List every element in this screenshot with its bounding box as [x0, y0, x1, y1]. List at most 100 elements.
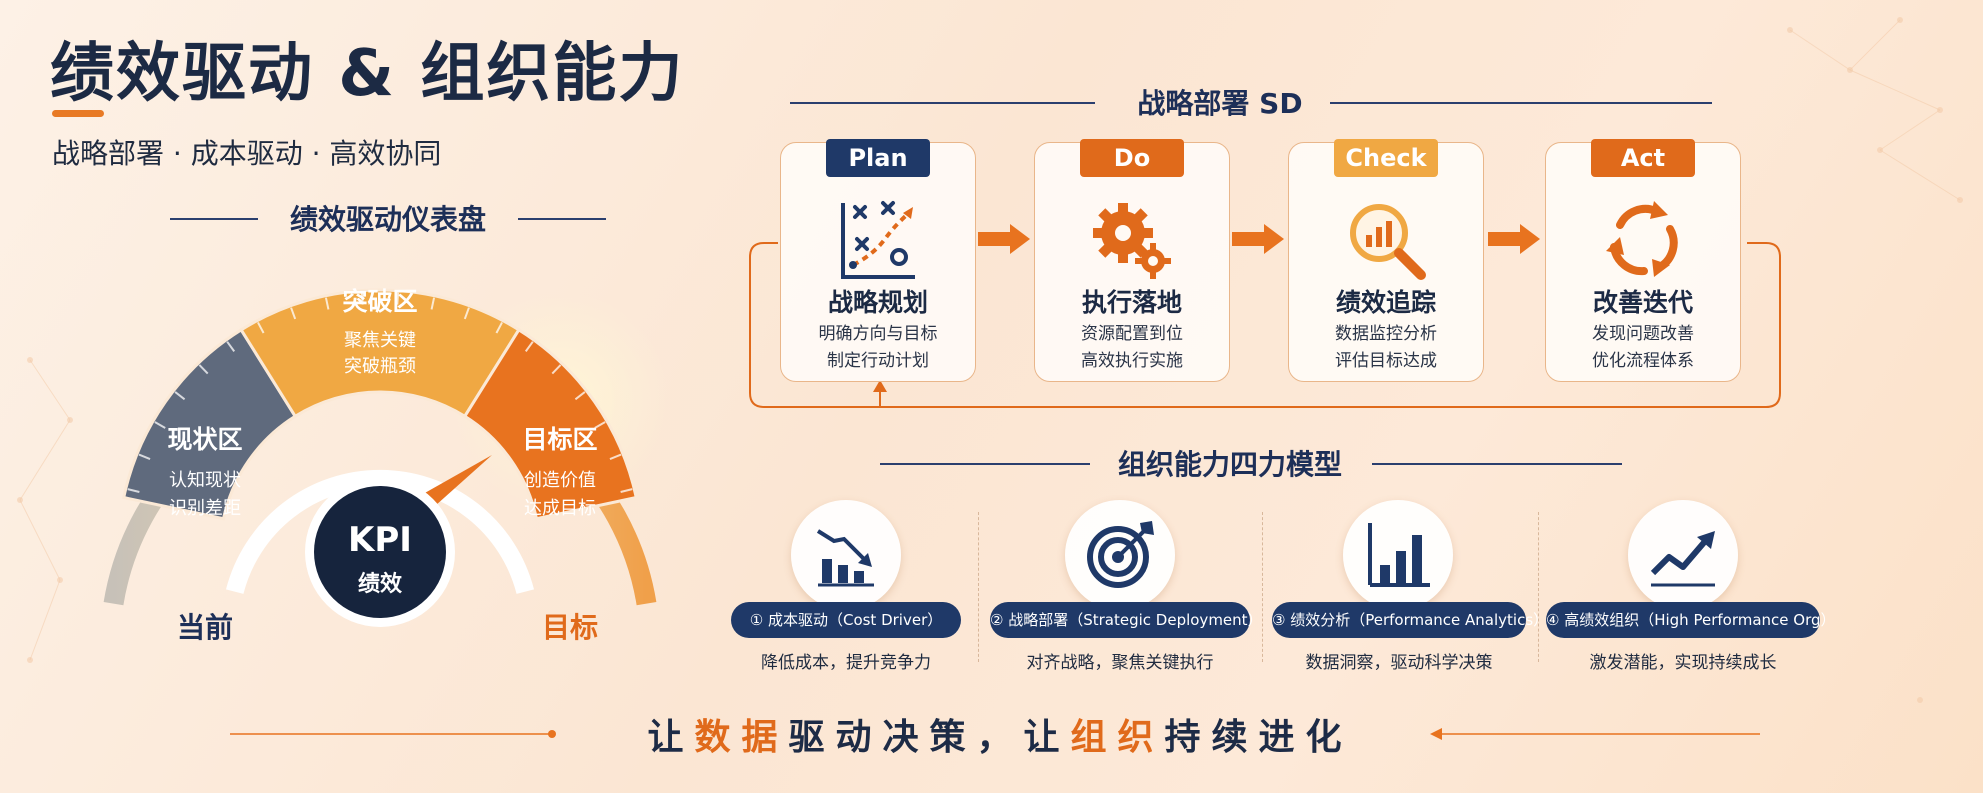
gauge-zone-target — [462, 327, 639, 521]
pdca-card-check: Check 绩效追踪 数据监控分析 评估目标达成 — [1288, 139, 1484, 382]
gauge-tick — [290, 307, 297, 320]
pdca-badge-do: Do — [1080, 139, 1184, 177]
zone-target-line1: 创造价值 — [524, 470, 596, 491]
gauge-tick — [594, 421, 606, 429]
cycle-arrows-icon — [1606, 201, 1678, 277]
pdca-arrow-do-check — [1232, 224, 1284, 254]
model-label-cost: ① 成本驱动（Cost Driver） — [731, 602, 961, 638]
model-separator-1 — [978, 512, 979, 662]
pdca-desc-plan-line1: 明确方向与目标 — [818, 324, 938, 344]
pdca-title: 战略部署 SD — [1137, 87, 1303, 120]
pdca-desc-act-line1: 发现问题改善 — [1592, 324, 1694, 344]
pdca-desc-act: 发现问题改善 优化流程体系 — [1546, 321, 1740, 375]
model-circle-analytics — [1343, 500, 1453, 610]
model-label-org: ④ 高绩效组织（High Performance Org） — [1546, 602, 1836, 638]
pdca-badge-act: Act — [1591, 139, 1695, 177]
gauge-hub — [314, 486, 446, 618]
slogan-part-3: 持续进化 — [1164, 717, 1353, 758]
gauge-tick — [154, 421, 166, 429]
slogan-highlight-org: 组织 — [1070, 717, 1165, 758]
model-title-rule-left — [880, 463, 1090, 465]
model-desc-strategy: 对齐战略，聚焦关键执行 — [1026, 653, 1214, 673]
gauge-label-target: 目标 — [541, 611, 598, 644]
zone-breakthrough-line2: 突破瓶颈 — [344, 356, 416, 377]
gauge-hub-kpi: KPI — [348, 520, 412, 560]
target-icon — [1087, 521, 1154, 588]
pdca-desc-check-line1: 数据监控分析 — [1335, 324, 1437, 344]
model-circle-strategy — [1065, 500, 1175, 610]
dashboard-title-rule-right — [518, 218, 606, 220]
gauge-ticks — [127, 292, 633, 493]
pdca-desc-check: 数据监控分析 评估目标达成 — [1289, 321, 1483, 375]
zone-current-title: 现状区 — [167, 425, 243, 454]
pdca-title-check: 绩效追踪 — [1335, 288, 1436, 317]
pdca-badge-plan: Plan — [826, 139, 930, 177]
title-accent-bar — [52, 110, 104, 117]
page-subtitle: 战略部署 · 成本驱动 · 高效协同 — [52, 137, 442, 170]
gauge-tick — [257, 321, 265, 334]
gauge-tick — [551, 364, 562, 375]
zone-breakthrough-line1: 聚焦关键 — [344, 330, 416, 351]
cost-down-chart-icon — [816, 529, 874, 587]
gauge-tick — [360, 292, 364, 305]
model-circle-org — [1628, 500, 1738, 610]
gauge-tick — [609, 453, 622, 461]
pdca-title-act: 改善迭代 — [1592, 288, 1693, 317]
gauge-tick — [396, 292, 400, 305]
strategy-board-icon — [841, 201, 915, 279]
gauge-tick — [495, 321, 503, 334]
model-label-analytics: ③ 绩效分析（Performance Analytics） — [1272, 602, 1548, 638]
gauge-hub-label: 绩效 — [357, 572, 402, 597]
pdca-desc-act-line2: 优化流程体系 — [1592, 351, 1694, 371]
pdca-title-rule-left — [790, 102, 1095, 104]
pdca-desc-plan: 明确方向与目标 制定行动计划 — [781, 321, 975, 375]
gauge-tick — [127, 488, 140, 493]
zone-current-line2: 识别差距 — [169, 498, 241, 519]
dashboard-title-rule-left — [170, 218, 258, 220]
dashboard-title: 绩效驱动仪表盘 — [289, 203, 486, 236]
gears-icon — [1093, 203, 1171, 279]
model-label-strategy: ② 战略部署（Strategic Deployment） — [990, 602, 1263, 638]
gauge-tick — [524, 341, 534, 352]
trend-up-icon — [1650, 531, 1715, 587]
pdca-title-do: 执行落地 — [1081, 288, 1182, 317]
slogan-arrow-left — [230, 730, 556, 738]
pdca-card-plan: Plan 战略规划 明确方向与目标 制定行动计划 — [780, 139, 976, 382]
pdca-desc-do-line2: 高效执行实施 — [1081, 351, 1183, 371]
gauge-tick — [463, 307, 470, 320]
pdca-title-rule-right — [1330, 102, 1712, 104]
gauge-tick — [138, 453, 151, 461]
gauge-tick — [198, 364, 209, 375]
model-title-rule-right — [1372, 463, 1622, 465]
zone-target-line2: 达成目标 — [524, 498, 596, 519]
model-separator-2 — [1262, 512, 1263, 662]
zone-current-line1: 认知现状 — [169, 470, 241, 491]
slogan-highlight-data: 数据 — [694, 717, 789, 758]
magnifier-chart-icon — [1350, 204, 1426, 280]
pdca-card-do: Do 执行落地 资源配置到位 高效执行实施 — [1034, 139, 1230, 382]
pdca-desc-check-line2: 评估目标达成 — [1335, 351, 1437, 371]
pdca-desc-do-line1: 资源配置到位 — [1081, 324, 1183, 344]
slogan-part-1: 让 — [647, 717, 695, 758]
gauge-tick — [174, 391, 186, 401]
performance-gauge — [103, 288, 670, 627]
zone-breakthrough-title: 突破区 — [342, 287, 418, 316]
model-desc-analytics: 数据洞察，驱动科学决策 — [1305, 653, 1493, 673]
gauge-tick — [430, 297, 436, 310]
page-title: 绩效驱动 & 组织能力 — [50, 37, 685, 111]
pdca-desc-plan-line2: 制定行动计划 — [827, 351, 929, 371]
pdca-card-act: Act 改善迭代 发现问题改善 优化流程体系 — [1545, 139, 1741, 382]
gauge-label-current: 当前 — [176, 611, 233, 644]
gauge-tick — [620, 488, 633, 493]
slogan-arrow-right — [1430, 728, 1760, 740]
model-desc-org: 激发潜能，实现持续成长 — [1589, 653, 1777, 673]
gauge-tick — [324, 297, 330, 310]
slogan: 让数据驱动决策，让组织持续进化 — [590, 708, 1410, 760]
model-separator-3 — [1538, 512, 1539, 662]
pdca-badge-check: Check — [1334, 139, 1438, 177]
pdca-feedback-loop — [749, 242, 1781, 408]
gauge-tick — [574, 391, 586, 401]
gauge-zone-breakthrough — [239, 288, 521, 419]
pdca-arrow-plan-do — [978, 224, 1030, 254]
